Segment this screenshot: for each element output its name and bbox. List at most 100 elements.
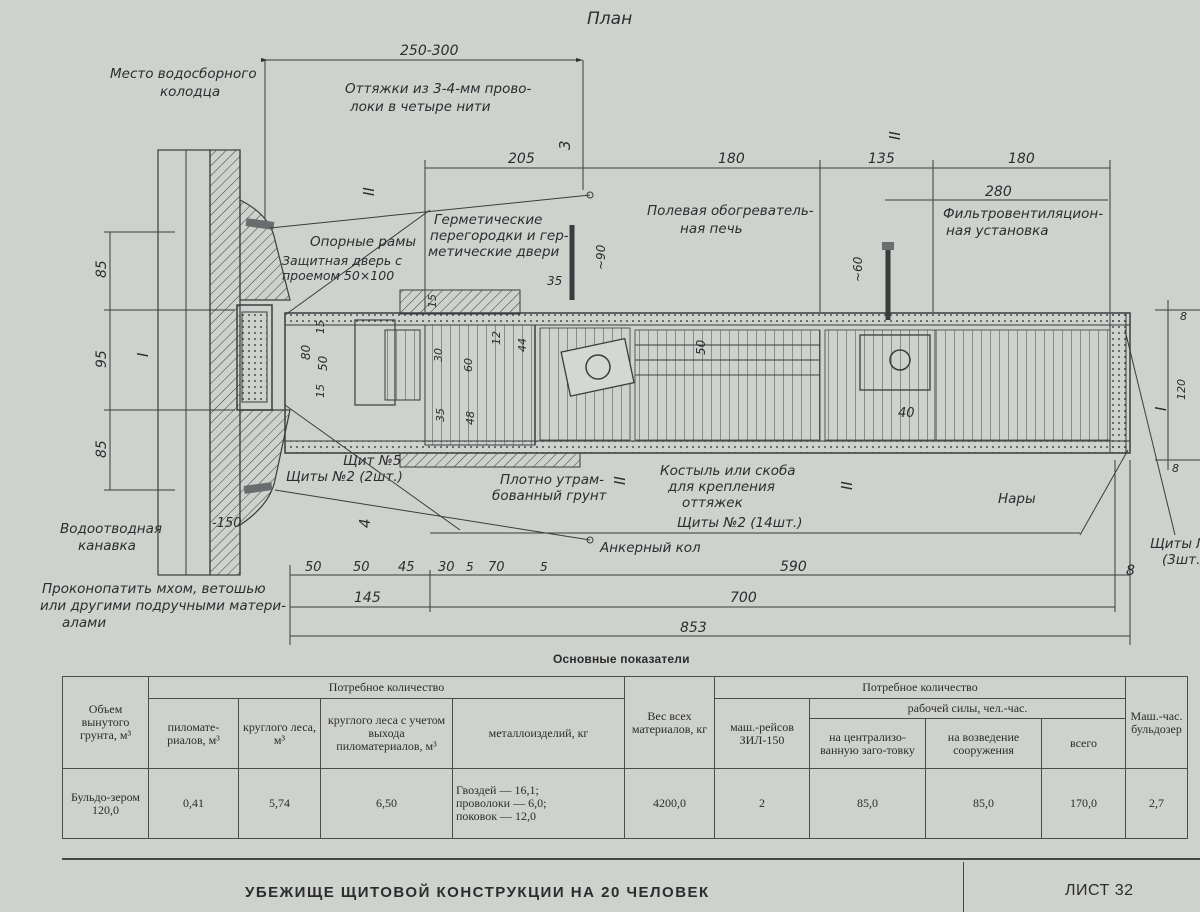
svg-text:180: 180 bbox=[1008, 151, 1035, 167]
svg-text:48: 48 bbox=[464, 411, 477, 425]
svg-text:алами: алами bbox=[62, 615, 106, 631]
svg-text:II: II bbox=[611, 476, 629, 485]
svg-text:50: 50 bbox=[353, 560, 370, 575]
svg-text:700: 700 bbox=[730, 590, 757, 606]
svg-text:590: 590 bbox=[780, 559, 807, 575]
header-round-total: круглого леса с учетом выхода пиломатери… bbox=[320, 698, 453, 769]
svg-text:50: 50 bbox=[305, 560, 322, 575]
cell-lumber: 0,41 bbox=[148, 768, 239, 839]
svg-text:44: 44 bbox=[516, 338, 529, 352]
svg-text:5: 5 bbox=[466, 560, 474, 574]
svg-text:15: 15 bbox=[426, 294, 439, 308]
svg-text:145: 145 bbox=[354, 590, 381, 606]
header-need2: Потребное количество bbox=[714, 676, 1126, 699]
svg-text:I: I bbox=[1152, 406, 1170, 411]
svg-text:Щиты №: Щиты № bbox=[1150, 536, 1200, 552]
header-soil: Объем вынутого грунта, м³ bbox=[62, 676, 149, 769]
footer-separator bbox=[963, 862, 964, 912]
svg-text:Нары: Нары bbox=[998, 491, 1036, 507]
svg-text:или другими подручными матери-: или другими подручными матери- bbox=[40, 598, 286, 614]
svg-text:4: 4 bbox=[356, 518, 374, 528]
svg-text:Плотно утрам-: Плотно утрам- bbox=[500, 472, 604, 488]
svg-text:12: 12 bbox=[490, 331, 503, 345]
svg-text:проемом 50×100: проемом 50×100 bbox=[282, 268, 394, 283]
svg-text:Костыль или скоба: Костыль или скоба bbox=[660, 463, 796, 479]
table-row: Бульдо-зером 120,0 0,41 5,74 6,50 Гвозде… bbox=[62, 768, 1188, 839]
svg-text:II: II bbox=[838, 481, 856, 490]
cell-soil: Бульдо-зером 120,0 bbox=[62, 768, 149, 839]
plan-drawing: План bbox=[40, 9, 1200, 645]
svg-text:II: II bbox=[886, 131, 904, 140]
cell-erect: 85,0 bbox=[925, 768, 1042, 839]
svg-text:Водоотводная: Водоотводная bbox=[60, 521, 162, 537]
sheet-number: ЛИСТ 32 bbox=[1065, 882, 1134, 899]
svg-text:канавка: канавка bbox=[78, 538, 136, 554]
svg-text:Место водосборного: Место водосборного bbox=[110, 66, 257, 82]
svg-text:45: 45 bbox=[398, 560, 415, 575]
svg-text:35: 35 bbox=[434, 408, 447, 422]
svg-text:Щит №5: Щит №5 bbox=[343, 453, 401, 469]
svg-text:135: 135 bbox=[868, 151, 895, 167]
svg-text:35: 35 bbox=[547, 274, 562, 288]
svg-text:ная установка: ная установка bbox=[946, 223, 1049, 239]
cell-trips: 2 bbox=[714, 768, 810, 839]
indicators-table: Объем вынутого грунта, м³ Потребное коли… bbox=[62, 676, 1188, 839]
svg-text:8: 8 bbox=[1172, 462, 1179, 475]
svg-text:ная печь: ная печь bbox=[680, 221, 743, 237]
shelter-body bbox=[284, 225, 1131, 468]
svg-text:бованный грунт: бованный грунт bbox=[492, 488, 608, 504]
guy-wires bbox=[269, 191, 1176, 544]
svg-text:280: 280 bbox=[985, 184, 1012, 200]
svg-text:~90: ~90 bbox=[594, 244, 608, 270]
svg-text:метические двери: метические двери bbox=[428, 244, 560, 260]
svg-text:I: I bbox=[134, 352, 152, 357]
header-central: на централизо-ванную заго-товку bbox=[809, 718, 926, 769]
svg-text:70: 70 bbox=[488, 560, 505, 575]
svg-text:Анкерный кол: Анкерный кол bbox=[599, 540, 701, 556]
svg-text:(3шт.): (3шт.) bbox=[1162, 552, 1200, 568]
svg-text:II: II bbox=[360, 187, 378, 196]
svg-text:Полевая обогреватель-: Полевая обогреватель- bbox=[647, 203, 814, 219]
header-lumber: пиломате-риалов, м³ bbox=[148, 698, 239, 769]
dimension-lines bbox=[104, 58, 1200, 645]
cell-dozer: 2,7 bbox=[1125, 768, 1188, 839]
svg-text:40: 40 bbox=[898, 406, 915, 421]
svg-text:15: 15 bbox=[314, 384, 327, 398]
svg-text:8: 8 bbox=[1180, 310, 1187, 323]
header-metal: металлоизделий, кг bbox=[452, 698, 625, 769]
header-round: круглого леса, м³ bbox=[238, 698, 321, 769]
svg-text:локи в четыре нити: локи в четыре нити bbox=[349, 99, 491, 115]
svg-text:Защитная дверь с: Защитная дверь с bbox=[282, 253, 402, 268]
header-total: всего bbox=[1041, 718, 1126, 769]
svg-text:5: 5 bbox=[540, 560, 548, 574]
svg-text:колодца: колодца bbox=[160, 84, 220, 100]
svg-text:Оттяжки из 3-4-мм прово-: Оттяжки из 3-4-мм прово- bbox=[345, 81, 532, 97]
callout-labels: Место водосборного колодца Оттяжки из 3-… bbox=[40, 66, 1200, 631]
header-erect: на возведение сооружения bbox=[925, 718, 1042, 769]
footer-divider bbox=[62, 858, 1200, 860]
svg-text:Щиты №2 (14шт.): Щиты №2 (14шт.) bbox=[677, 515, 803, 531]
svg-text:180: 180 bbox=[718, 151, 745, 167]
header-trips: маш.-рейсов ЗИЛ-150 bbox=[714, 698, 810, 769]
svg-text:8: 8 bbox=[1126, 563, 1135, 579]
svg-text:для крепления: для крепления bbox=[667, 479, 775, 495]
svg-text:95: 95 bbox=[94, 350, 110, 368]
svg-text:50: 50 bbox=[694, 339, 708, 355]
svg-text:85: 85 bbox=[94, 440, 110, 458]
svg-text:15: 15 bbox=[314, 320, 327, 334]
svg-text:30: 30 bbox=[432, 348, 445, 362]
dimension-texts: 250-300 205 180 135 180 280 85 95 85 80 … bbox=[94, 43, 1188, 636]
cell-round-total: 6,50 bbox=[320, 768, 453, 839]
svg-text:120: 120 bbox=[1175, 379, 1188, 400]
svg-text:Опорные рамы: Опорные рамы bbox=[310, 234, 416, 250]
svg-text:Проконопатить мхом, ветошью: Проконопатить мхом, ветошью bbox=[42, 581, 266, 597]
svg-text:50: 50 bbox=[316, 355, 330, 371]
plan-title: План bbox=[587, 9, 632, 29]
cell-total: 170,0 bbox=[1041, 768, 1126, 839]
cell-weight: 4200,0 bbox=[624, 768, 715, 839]
svg-text:80: 80 bbox=[299, 344, 313, 360]
sheet-title: УБЕЖИЩЕ ЩИТОВОЙ КОНСТРУКЦИИ НА 20 ЧЕЛОВЕ… bbox=[245, 884, 710, 901]
svg-text:~60: ~60 bbox=[851, 256, 865, 282]
svg-text:Фильтровентиляцион-: Фильтровентиляцион- bbox=[943, 206, 1103, 222]
header-dozer: Маш.-час. бульдозер bbox=[1125, 676, 1188, 769]
